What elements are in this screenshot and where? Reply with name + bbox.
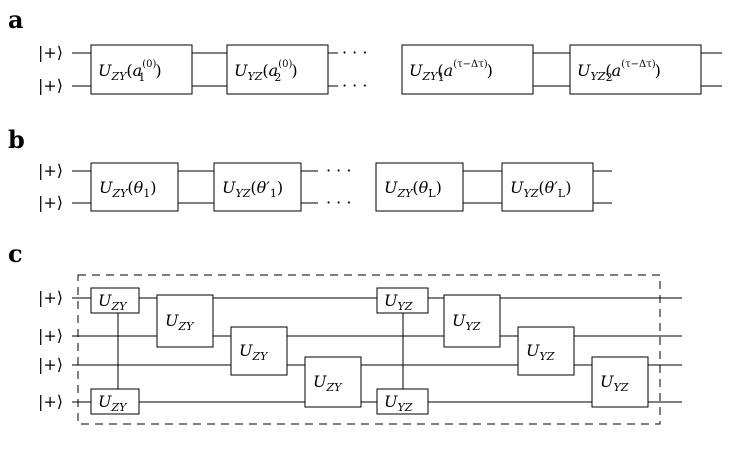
- panel-a-gate-3: UZY(a(τ−Δτ)1): [401, 44, 534, 95]
- panel-a-gate-4: UYZ(a(τ−Δτ)2): [569, 44, 702, 95]
- panel-c-letter: c: [8, 239, 23, 268]
- panel-b-dots-1: · · ·: [326, 161, 351, 180]
- panel-c-ket-2: |+⟩: [38, 326, 63, 345]
- panel-a-gate-1: UZY(a(0)1): [90, 44, 193, 95]
- panel-c-gate-yz-bottom: UYZ: [376, 388, 429, 415]
- panel-c-circuit: |+⟩ |+⟩ |+⟩ |+⟩ UZY UZY UZY UZY: [38, 274, 682, 425]
- panel-a-ket-1: |+⟩: [38, 43, 63, 62]
- svg-text:UYZ(θ′1): UYZ(θ′1): [222, 178, 283, 200]
- svg-text:UZY(a(0)1): UZY(a(0)1): [98, 59, 162, 84]
- panel-b-letter: b: [8, 125, 25, 154]
- svg-text:UZY: UZY: [239, 341, 269, 363]
- panel-b-gate-4: UYZ(θ′L): [501, 162, 594, 212]
- svg-text:UZY: UZY: [165, 311, 195, 333]
- panel-b-gate-2: UYZ(θ′1): [213, 162, 302, 212]
- panel-b-gate-1: UZY(θ1): [90, 162, 179, 212]
- panel-c-dashed-frame: [77, 274, 661, 425]
- panel-c-gate-zy-q3q4: UZY: [304, 356, 362, 408]
- svg-text:UYZ: UYZ: [384, 291, 413, 313]
- panel-c-gate-zy-top: UZY: [90, 287, 140, 314]
- panel-a-letter: a: [8, 5, 24, 34]
- panel-c-gate-yz-top: UYZ: [376, 287, 429, 314]
- svg-text:UZY(a(τ−Δτ)1): UZY(a(τ−Δτ)1): [409, 59, 493, 84]
- panel-b-ket-1: |+⟩: [38, 161, 63, 180]
- svg-text:UZY: UZY: [98, 392, 128, 414]
- svg-text:UYZ: UYZ: [600, 372, 629, 394]
- svg-text:UYZ: UYZ: [384, 392, 413, 414]
- panel-c-gate-zy-bottom: UZY: [90, 388, 140, 415]
- panel-b-gate-3: UZY(θL): [375, 162, 464, 212]
- panel-c-gate-zy-q1q2: UZY: [156, 294, 214, 348]
- panel-a-ket-2: |+⟩: [38, 76, 63, 95]
- panel-a-dots-2: · · ·: [342, 76, 367, 95]
- panel-c-gate-yz-q1q2: UYZ: [443, 294, 501, 348]
- panel-c-gate-yz-q3q4: UYZ: [591, 356, 649, 408]
- panel-c-ket-4: |+⟩: [38, 392, 63, 411]
- panel-c-ket-1: |+⟩: [38, 288, 63, 307]
- panel-c-gate-yz-q2q3: UYZ: [517, 326, 575, 376]
- svg-text:UYZ(a(0)2): UYZ(a(0)2): [234, 59, 298, 84]
- svg-text:UZY: UZY: [313, 372, 343, 394]
- panel-b-dots-2: · · ·: [326, 193, 351, 212]
- svg-text:UYZ: UYZ: [452, 311, 481, 333]
- panel-c-gate-zy-q2q3: UZY: [230, 326, 288, 376]
- panel-a-gate-2: UYZ(a(0)2): [226, 44, 329, 95]
- panel-a-dots-1: · · ·: [342, 43, 367, 62]
- panel-b-circuit: |+⟩ |+⟩ · · · · · · UZY(θ1) UYZ(θ′1) UZY…: [38, 161, 612, 212]
- panel-c-ket-3: |+⟩: [38, 355, 63, 374]
- svg-text:UYZ(θ′L): UYZ(θ′L): [510, 178, 571, 200]
- svg-text:UZY: UZY: [98, 291, 128, 313]
- svg-text:UYZ: UYZ: [526, 341, 555, 363]
- panel-b-ket-2: |+⟩: [38, 193, 63, 212]
- svg-text:UZY(θL): UZY(θL): [384, 178, 442, 200]
- panel-a-circuit: |+⟩ |+⟩ · · · · · · UZY(a(0)1) UYZ(a(0)2…: [38, 43, 722, 95]
- svg-text:UYZ(a(τ−Δτ)2): UYZ(a(τ−Δτ)2): [577, 59, 661, 84]
- svg-text:UZY(θ1): UZY(θ1): [99, 178, 157, 200]
